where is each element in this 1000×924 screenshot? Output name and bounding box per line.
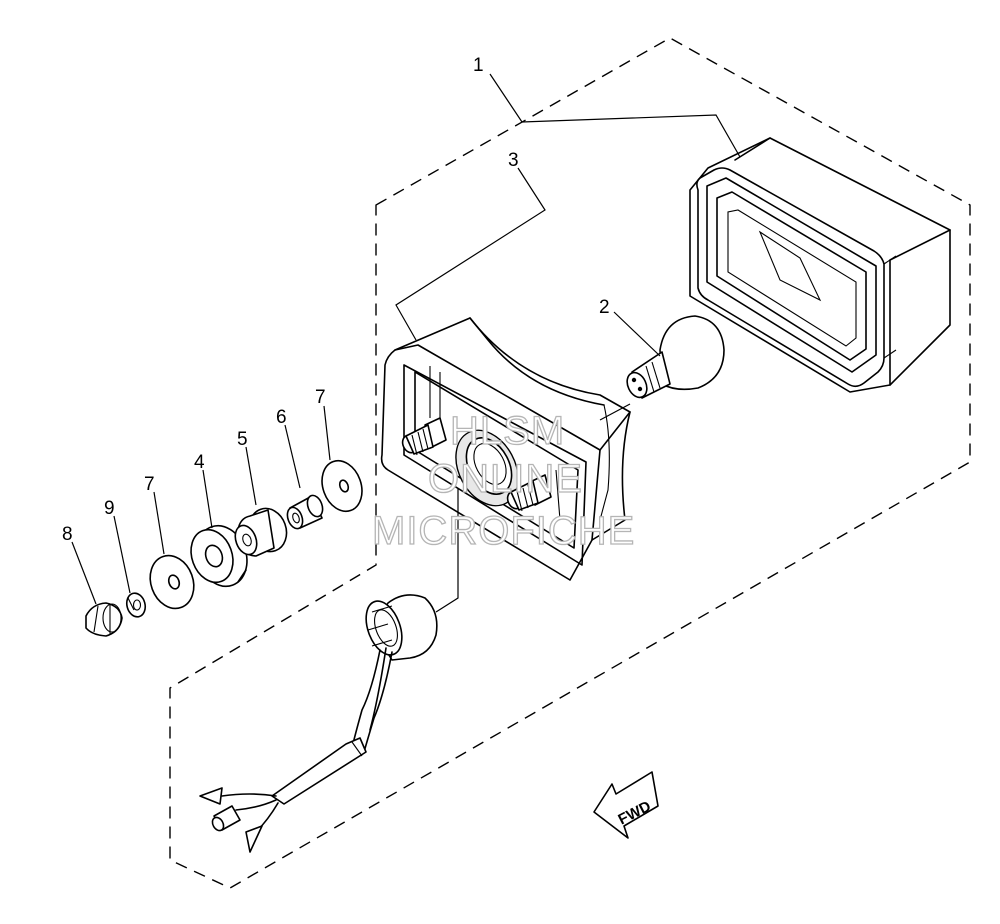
plain-washer-inner[interactable] [315,455,368,517]
leader-7b [323,405,331,461]
mounting-stud-upper [401,417,447,456]
socket-ring [455,429,519,507]
socket-cord-assembly[interactable] [199,594,438,853]
callout-4: 4 [194,452,205,473]
callout-5: 5 [237,429,248,450]
watermark-line-2: ONLINE [428,457,583,501]
leader-7a [153,491,165,555]
mounting-stud-lower [506,474,552,512]
leader-6 [284,424,301,489]
leader-2 [613,311,661,357]
callout-1: 1 [473,55,484,76]
cap-nut[interactable] [85,602,123,637]
callout-7-right: 7 [315,387,326,408]
leader-8 [71,541,97,605]
collar[interactable] [285,493,326,530]
callout-2: 2 [599,297,610,318]
socket-alignment-line [435,488,459,613]
callout-3: 3 [508,150,519,171]
watermark-line-1: HLSM [450,409,565,453]
leader-1 [489,73,741,158]
leader-4 [202,469,213,529]
leader-9 [113,515,131,594]
lock-washer[interactable] [124,591,148,619]
plain-washer-outer[interactable] [143,549,201,614]
leader-3 [395,167,546,341]
callout-8: 8 [62,524,73,545]
bulb-alignment-line [599,403,631,421]
assembly-boundary [169,37,971,889]
callout-9: 9 [104,498,115,519]
grommet[interactable] [231,503,292,557]
bulb[interactable] [623,315,725,401]
leader-5 [245,446,257,506]
watermark-line-3: MICROFICHE [372,509,635,553]
callout-7-left: 7 [144,474,155,495]
callout-6: 6 [276,407,287,428]
watermark: HLSM ONLINE MICROFICHE [371,408,635,553]
fwd-direction-arrow: FWD [593,771,659,839]
tail-lens[interactable] [689,137,951,393]
